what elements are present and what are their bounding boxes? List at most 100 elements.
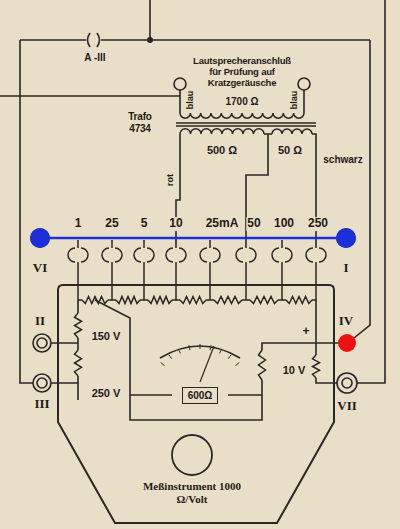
scale-tick <box>210 345 211 350</box>
wire-color: rot <box>165 173 175 187</box>
wire-color: blau <box>185 90 195 111</box>
resistor-symbol <box>286 297 312 304</box>
terminal-number: I <box>342 261 349 276</box>
housing-outline <box>58 285 334 523</box>
wire <box>175 262 177 300</box>
terminal-number: VII <box>336 399 358 414</box>
coil-winding <box>180 113 304 118</box>
jack-socket <box>134 248 154 262</box>
wire <box>245 262 247 300</box>
meter-needle <box>200 346 214 382</box>
wire <box>210 299 246 301</box>
wire <box>101 39 370 41</box>
terminal-vii <box>337 373 357 393</box>
speaker-terminal <box>174 78 186 90</box>
resistance-value: 500 Ω <box>206 144 238 157</box>
speaker-terminal <box>298 78 310 90</box>
wire <box>315 262 317 300</box>
adjust-knob <box>172 435 212 475</box>
range-value: 250 <box>307 217 329 231</box>
wire <box>149 0 151 40</box>
resistor-symbol <box>313 355 320 378</box>
trafo-core <box>176 123 316 126</box>
scale-tick <box>169 355 172 359</box>
range-value: 10 <box>168 217 183 231</box>
resistor-symbol <box>250 297 278 304</box>
range-value: 5 <box>140 217 149 231</box>
meter-resistor: 600Ω <box>182 387 219 404</box>
jack-socket <box>200 248 220 262</box>
scale-tick <box>200 344 201 349</box>
wire <box>354 40 370 338</box>
range-value: 50 <box>246 217 261 231</box>
wire <box>0 95 180 97</box>
terminal-vii <box>342 378 352 388</box>
instrument-housing: Meßinstrument 1000 Ω/Volt 600Ω <box>55 282 337 526</box>
wire <box>246 299 282 301</box>
wire <box>78 240 282 248</box>
plug-symbol <box>88 33 100 47</box>
annotation-dot <box>338 334 356 352</box>
wire <box>111 262 113 300</box>
terminal-ii <box>33 334 51 352</box>
wire-color: schwarz <box>322 154 363 166</box>
resistor-symbol <box>148 297 172 304</box>
jack-socket <box>306 248 326 262</box>
terminal-number: IV <box>338 314 354 329</box>
terminal-note: Lautsprecheranschluß für Prüfung auf Kra… <box>189 56 295 89</box>
scale-tick <box>235 363 239 366</box>
annotation-dot <box>336 228 356 248</box>
range-value: 25mA <box>205 217 240 231</box>
jack-socket <box>102 248 122 262</box>
range-value: 1 <box>74 217 83 231</box>
scale-tick <box>220 349 222 354</box>
resistor-symbol <box>259 350 266 380</box>
resistor-symbol <box>75 350 82 376</box>
annotation <box>30 228 356 352</box>
terminal-vi <box>31 229 49 247</box>
terminal-number: VI <box>32 261 48 276</box>
wire <box>78 299 112 301</box>
connector-name: A -III <box>83 52 106 64</box>
wire <box>282 299 316 301</box>
part-name: Trafo 4734 <box>118 111 162 134</box>
resistor-symbol <box>82 297 108 304</box>
wire <box>209 262 211 300</box>
generated-strokes <box>68 113 326 380</box>
wire-color: blau <box>289 90 299 111</box>
polarity-mark: + <box>301 325 310 339</box>
wire <box>95 300 316 420</box>
instrument-label: Meßinstrument 1000 Ω/Volt <box>132 480 252 506</box>
wire <box>112 299 144 301</box>
terminal-number: III <box>33 397 50 412</box>
resistor-symbol <box>116 297 140 304</box>
voltage-range: 150 V <box>91 330 122 343</box>
coil-winding <box>272 129 312 134</box>
trafo-lead <box>246 134 272 248</box>
coil-winding <box>180 129 264 134</box>
wire <box>77 262 79 300</box>
scale-tick <box>189 345 190 350</box>
terminal-ii <box>37 338 47 348</box>
resistor-value: 600Ω <box>188 389 213 402</box>
terminal-i <box>337 229 355 247</box>
wire <box>176 299 210 301</box>
wire <box>281 262 283 300</box>
resistor-symbol <box>180 297 206 304</box>
scale-tick <box>228 355 231 359</box>
wire <box>20 39 86 41</box>
wire <box>20 40 33 383</box>
scale-tick <box>161 363 165 366</box>
range-value: 25 <box>104 217 119 231</box>
terminal-iii <box>37 378 47 388</box>
scale-tick <box>178 349 180 354</box>
jack-socket <box>272 248 292 262</box>
jack-socket <box>236 248 256 262</box>
range-value: 100 <box>273 217 295 231</box>
junction-dot <box>148 38 152 42</box>
resistance-value: 1700 Ω <box>224 96 259 108</box>
annotation-line <box>40 237 346 240</box>
voltage-range: 10 V <box>282 364 307 377</box>
resistor-symbol <box>214 297 242 304</box>
